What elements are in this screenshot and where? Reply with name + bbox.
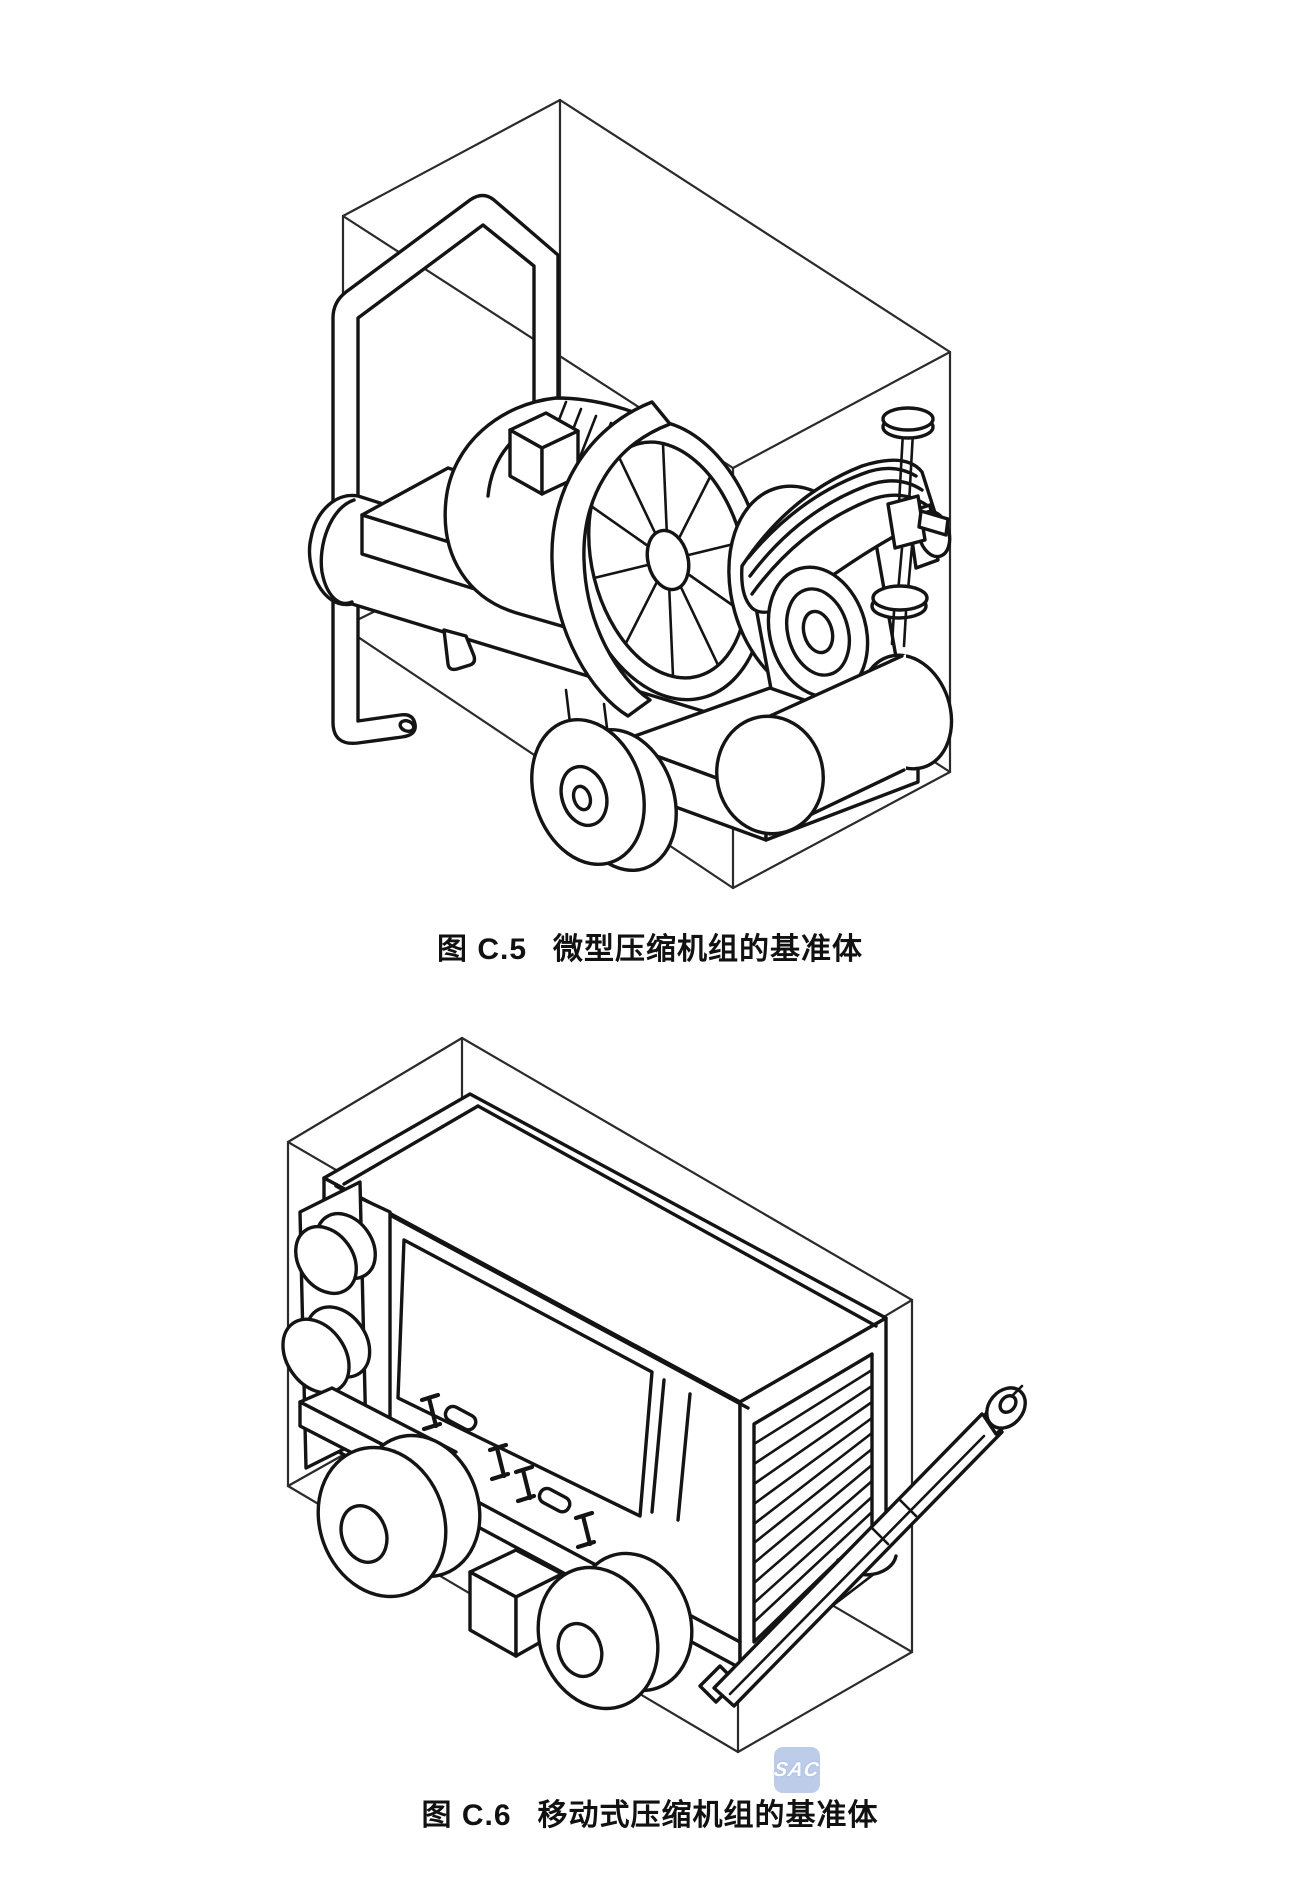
figure-c6-svg bbox=[281, 1036, 1027, 1754]
c5-fan-housing bbox=[766, 565, 870, 699]
c5-flywheel bbox=[550, 400, 768, 718]
sac-watermark-text: SAC bbox=[772, 1758, 822, 1781]
c6-front-wheel bbox=[316, 1433, 482, 1599]
c5-flywheel-hub bbox=[645, 528, 691, 592]
c5-drive-belt bbox=[550, 400, 672, 718]
figure-c6-title: 移动式压缩机组的基准体 bbox=[537, 1799, 879, 1832]
figure-c5-svg bbox=[307, 98, 954, 890]
c6-towbar bbox=[698, 1384, 1027, 1708]
c6-roof-edge-line bbox=[334, 1184, 750, 1410]
figure-c5-title: 微型压缩机组的基准体 bbox=[553, 933, 864, 966]
c6-latch-clips bbox=[419, 1392, 597, 1550]
c6-handle-slot bbox=[537, 1486, 572, 1514]
c6-handle-slot bbox=[443, 1404, 478, 1432]
c6-panel-seams bbox=[650, 1378, 692, 1522]
c6-louver-grille bbox=[752, 1352, 874, 1644]
figure-c6-drawing bbox=[270, 1020, 1070, 1780]
figure-c5-label: 图 C.5 bbox=[436, 933, 528, 966]
c6-front-lamps bbox=[281, 1180, 377, 1470]
c5-handle bbox=[331, 193, 560, 746]
c5-small-tank bbox=[715, 653, 954, 836]
figure-c5-drawing bbox=[280, 85, 970, 905]
c6-lower-lamp bbox=[281, 1317, 351, 1395]
c6-door-panel bbox=[396, 1238, 654, 1518]
c5-wheel bbox=[530, 688, 678, 873]
c5-pressure-regulator bbox=[870, 406, 950, 648]
c6-upper-lamp bbox=[294, 1224, 358, 1296]
figure-c6-caption: 图 C.6 移动式压缩机组的基准体 bbox=[0, 1790, 1300, 1834]
c6-towbar-beam bbox=[712, 1412, 1004, 1708]
c5-tank-bracket bbox=[442, 628, 477, 672]
figure-c6-label: 图 C.6 bbox=[421, 1799, 512, 1832]
sac-watermark: SAC bbox=[772, 1747, 822, 1793]
c6-rear-wheel bbox=[536, 1551, 694, 1711]
c6-canopy bbox=[322, 1092, 888, 1670]
figure-c5-caption: 图 C.5 微型压缩机组的基准体 bbox=[0, 924, 1300, 968]
